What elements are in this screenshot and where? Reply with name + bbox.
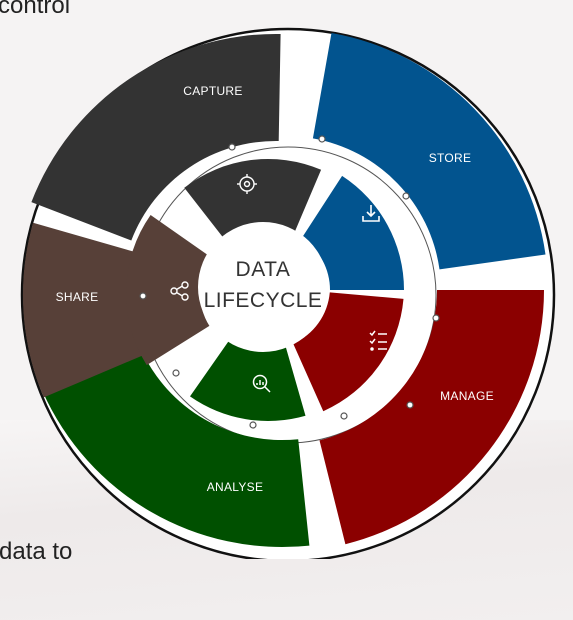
inner-segment-store: [301, 175, 405, 290]
outer-segment-share: [22, 222, 143, 398]
checklist-icon: [369, 330, 387, 351]
ring-dot: [340, 412, 348, 420]
target-icon: [237, 174, 257, 194]
data-lifecycle-diagram: CAPTURE STORE MANAGE ANALYSE SHARE DATA …: [20, 27, 556, 559]
ring-dot: [172, 369, 180, 377]
inner-segment-share: [126, 215, 212, 366]
segment-label-manage: MANAGE: [440, 389, 494, 403]
center-title-line2: LIFECYCLE: [204, 289, 323, 312]
ring-dot: [249, 421, 257, 429]
download-tray-icon: [362, 205, 380, 222]
inner-segment-manage: [293, 292, 404, 412]
ring-dot: [432, 314, 440, 322]
text-fragment-top: control: [0, 0, 71, 19]
ring-dot: [406, 401, 414, 409]
outer-segment-analyse: [42, 348, 310, 548]
ring-dot: [318, 135, 326, 143]
center-title-line1: DATA: [236, 258, 291, 281]
segment-label-store: STORE: [429, 151, 472, 165]
ring-dot: [228, 143, 236, 151]
center-circle: [198, 222, 328, 352]
magnify-chart-icon: [252, 374, 271, 393]
segment-label-share: SHARE: [56, 290, 99, 304]
outer-segment-store: [312, 33, 546, 270]
share-icon: [170, 281, 189, 301]
ring-dot: [402, 192, 410, 200]
inner-segment-capture: [184, 159, 322, 247]
ring-dot: [139, 292, 147, 300]
inner-segment-analyse: [190, 335, 306, 421]
segment-label-analyse: ANALYSE: [207, 480, 264, 494]
outer-segment-manage: [319, 290, 544, 545]
segment-label-capture: CAPTURE: [183, 84, 242, 98]
outer-segment-capture: [31, 33, 281, 241]
